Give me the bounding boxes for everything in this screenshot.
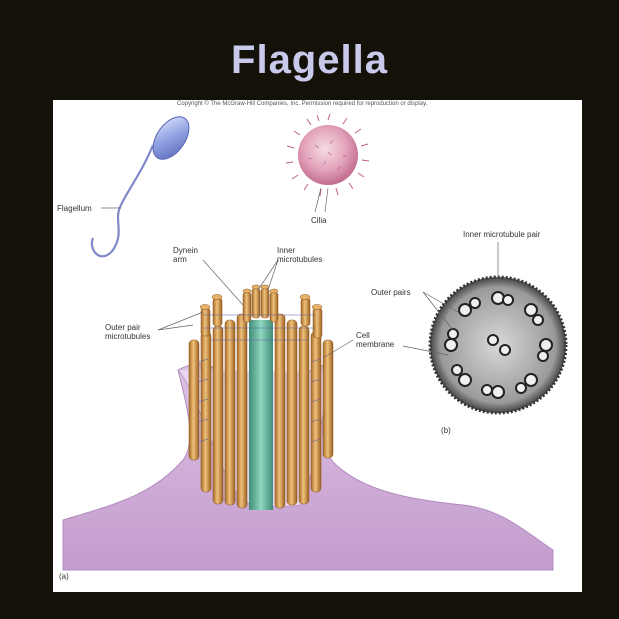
label-panel-b: (b)	[441, 426, 451, 435]
label-panel-a: (a)	[59, 572, 69, 581]
label-dynein-arm: Dynein arm	[173, 246, 198, 264]
ciliated-cell	[285, 113, 370, 197]
slide-title: Flagella	[231, 38, 388, 82]
label-outer-pair-microtubules: Outer pair microtubules	[105, 323, 151, 341]
figure-panel: Copyright © The McGraw-Hill Companies, I…	[53, 100, 582, 592]
label-inner-microtubules: Inner microtubules	[277, 246, 323, 264]
copyright-notice: Copyright © The McGraw-Hill Companies, I…	[177, 101, 428, 107]
label-cell-membrane: Cell membrane	[356, 331, 395, 349]
label-cilia: Cilia	[311, 216, 327, 225]
axoneme-cross-section	[428, 275, 568, 415]
label-outer-pairs: Outer pairs	[371, 288, 411, 297]
label-flagellum: Flagellum	[57, 204, 92, 213]
axoneme-bundle	[188, 284, 334, 510]
flagellated-cell	[90, 116, 190, 258]
label-inner-microtubule-pair: Inner microtubule pair	[463, 230, 541, 239]
flagellum-diagram	[62, 113, 568, 571]
